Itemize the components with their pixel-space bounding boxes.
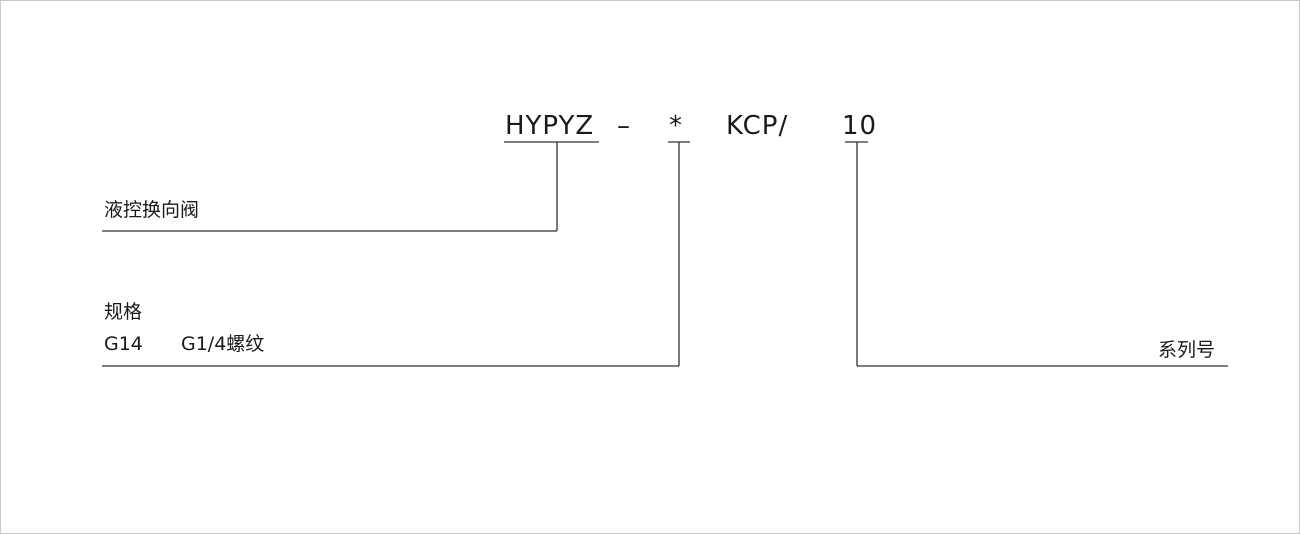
label-spec-title: 规格 — [104, 301, 143, 323]
label-spec-code: G14 — [104, 333, 143, 355]
label-series: 系列号 — [1158, 339, 1216, 361]
label-spec-desc: G1/4螺纹 — [181, 333, 265, 355]
code-series: 10 — [842, 111, 878, 141]
code-type: KCP/ — [726, 111, 789, 141]
label-valve-type: 液控换向阀 — [104, 199, 200, 221]
code-dash: – — [617, 111, 631, 141]
leader-series — [845, 141, 1228, 367]
code-prefix: HYPYZ — [505, 111, 595, 141]
code-size-placeholder: * — [669, 111, 683, 141]
leader-spec — [102, 141, 690, 367]
leader-valve-type — [102, 141, 599, 232]
